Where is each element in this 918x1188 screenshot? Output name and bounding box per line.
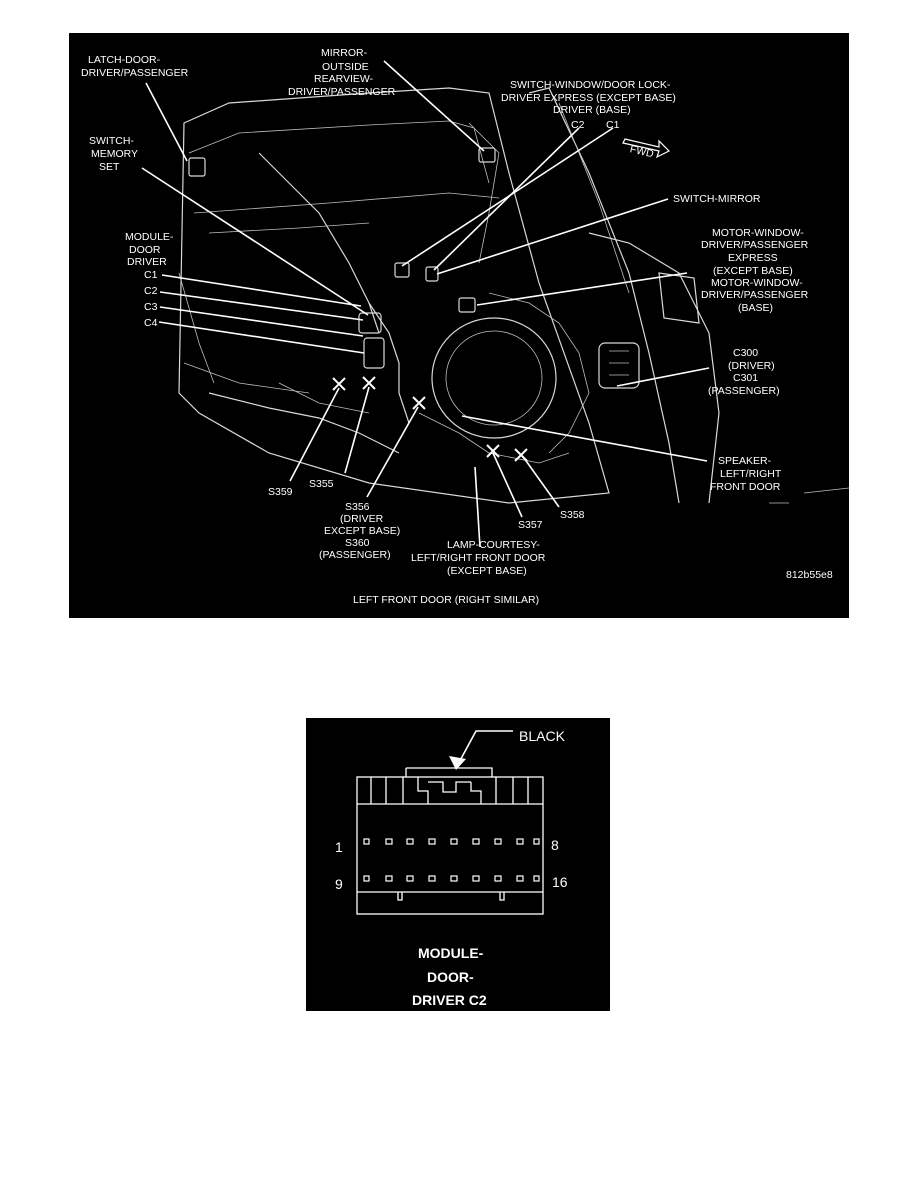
black-leader bbox=[449, 730, 513, 770]
leader-switch-memory bbox=[141, 167, 369, 316]
splice-s355-mark bbox=[362, 376, 376, 390]
label-mirror-1: MIRROR- bbox=[321, 47, 368, 59]
color-label: BLACK bbox=[519, 728, 566, 744]
pin-row-top bbox=[363, 838, 540, 845]
label-latch-door-2: DRIVER/PASSENGER bbox=[81, 67, 189, 79]
pin-16-label: 16 bbox=[552, 874, 568, 890]
image-code: 812b55e8 bbox=[786, 569, 833, 581]
splice-s359-mark bbox=[332, 377, 346, 391]
label-module-c1: C1 bbox=[144, 269, 158, 281]
label-s358: S358 bbox=[560, 509, 585, 521]
label-s355: S355 bbox=[309, 478, 334, 490]
leader-s356 bbox=[366, 406, 419, 498]
splice-s356-mark bbox=[412, 396, 426, 410]
label-switch-memory-2: MEMORY bbox=[91, 148, 138, 160]
label-s360-passenger: (PASSENGER) bbox=[319, 549, 391, 561]
label-switch-window-c1: C1 bbox=[606, 119, 620, 131]
connector-title-3: DRIVER C2 bbox=[412, 992, 487, 1008]
leader-lamp-courtesy bbox=[474, 466, 481, 548]
fwd-arrow-icon: FWD bbox=[622, 138, 671, 160]
leader-module-c3 bbox=[159, 306, 364, 337]
callout-labels: LATCH-DOOR- DRIVER/PASSENGER MIRROR- OUT… bbox=[81, 47, 833, 606]
label-module-door-3: DRIVER bbox=[127, 256, 167, 268]
label-motor-window-3: EXPRESS bbox=[728, 252, 778, 264]
leader-module-c1 bbox=[161, 274, 362, 307]
leader-s358 bbox=[523, 457, 560, 508]
connector-body bbox=[356, 767, 544, 915]
label-speaker-2: LEFT/RIGHT bbox=[720, 468, 782, 480]
label-lamp-courtesy-1: LAMP-COURTESY- bbox=[447, 539, 540, 551]
label-s356-2: (DRIVER bbox=[340, 513, 384, 525]
leader-s357 bbox=[492, 452, 523, 518]
label-module-door-1: MODULE- bbox=[125, 231, 174, 243]
splice-s357-mark bbox=[486, 444, 500, 458]
label-mirror-4: DRIVER/PASSENGER bbox=[288, 86, 396, 98]
label-motor-window-6: DRIVER/PASSENGER bbox=[701, 289, 809, 301]
leader-mirror bbox=[383, 60, 485, 152]
splice-marks bbox=[332, 376, 528, 462]
label-module-c3: C3 bbox=[144, 301, 158, 313]
label-s359: S359 bbox=[268, 486, 293, 498]
label-switch-window-3: DRIVER (BASE) bbox=[553, 104, 631, 116]
label-c300-driver: (DRIVER) bbox=[728, 360, 775, 372]
door-panel-art bbox=[178, 87, 849, 504]
connector-pinout-diagram: BLACK 1 8 bbox=[306, 718, 610, 1011]
leader-s355 bbox=[344, 386, 370, 474]
connector-title-2: DOOR- bbox=[427, 969, 474, 985]
label-motor-window-7: (BASE) bbox=[738, 302, 773, 314]
label-speaker-3: FRONT DOOR bbox=[710, 481, 781, 493]
label-c301-passenger: (PASSENGER) bbox=[708, 385, 780, 397]
label-module-c2: C2 bbox=[144, 285, 158, 297]
leader-motor-window bbox=[476, 272, 688, 306]
label-s357: S357 bbox=[518, 519, 543, 531]
pin-8-label: 8 bbox=[551, 837, 559, 853]
figure-caption: LEFT FRONT DOOR (RIGHT SIMILAR) bbox=[353, 594, 539, 606]
label-s356-1: S356 bbox=[345, 501, 370, 513]
pin-row-bottom bbox=[363, 875, 540, 882]
leader-lines bbox=[141, 60, 710, 548]
label-s360: S360 bbox=[345, 537, 370, 549]
pin-1-label: 1 bbox=[335, 839, 343, 855]
label-switch-window-c2: C2 bbox=[571, 119, 585, 131]
leader-module-c2 bbox=[159, 291, 364, 321]
leader-latch-door bbox=[145, 82, 188, 162]
connector-svg: BLACK 1 8 bbox=[335, 728, 568, 1008]
label-mirror-2: OUTSIDE bbox=[322, 61, 369, 73]
door-wiring-diagram: FWD LATCH-DOOR- DRIVER/PASSENGER MIRR bbox=[69, 33, 849, 618]
pin-9-label: 9 bbox=[335, 876, 343, 892]
label-switch-window-2: DRIVER EXPRESS (EXCEPT BASE) bbox=[501, 92, 676, 104]
leader-c300 bbox=[616, 367, 710, 387]
label-module-c4: C4 bbox=[144, 317, 158, 329]
connector-title-1: MODULE- bbox=[418, 945, 484, 961]
label-switch-memory-3: SET bbox=[99, 161, 120, 173]
label-lamp-courtesy-2: LEFT/RIGHT FRONT DOOR bbox=[411, 552, 546, 564]
label-motor-window-2: DRIVER/PASSENGER bbox=[701, 239, 809, 251]
leader-switch-c2 bbox=[433, 127, 580, 271]
label-motor-window-1: MOTOR-WINDOW- bbox=[712, 227, 804, 239]
label-motor-window-5: MOTOR-WINDOW- bbox=[711, 277, 803, 289]
label-c300: C300 bbox=[733, 347, 758, 359]
leader-module-c4 bbox=[158, 321, 365, 354]
label-c301: C301 bbox=[733, 372, 758, 384]
splice-s358-mark bbox=[514, 448, 528, 462]
leader-speaker bbox=[461, 415, 708, 462]
label-motor-window-4: (EXCEPT BASE) bbox=[713, 265, 793, 277]
leader-s359 bbox=[289, 387, 340, 482]
label-module-door-2: DOOR bbox=[129, 244, 161, 256]
label-s356-3: EXCEPT BASE) bbox=[324, 525, 400, 537]
leader-switch-c1 bbox=[401, 127, 614, 267]
door-wiring-svg: FWD LATCH-DOOR- DRIVER/PASSENGER MIRR bbox=[81, 47, 849, 606]
label-switch-mirror: SWITCH-MIRROR bbox=[673, 193, 761, 205]
leader-arrowhead-icon bbox=[449, 756, 466, 770]
label-mirror-3: REARVIEW- bbox=[314, 73, 374, 85]
label-speaker-1: SPEAKER- bbox=[718, 455, 772, 467]
label-lamp-courtesy-3: (EXCEPT BASE) bbox=[447, 565, 527, 577]
label-latch-door-1: LATCH-DOOR- bbox=[88, 54, 161, 66]
label-switch-window-1: SWITCH-WINDOW/DOOR LOCK- bbox=[510, 79, 671, 91]
fwd-label: FWD bbox=[629, 143, 655, 160]
leader-switch-mirror bbox=[436, 198, 669, 275]
label-switch-memory-1: SWITCH- bbox=[89, 135, 134, 147]
